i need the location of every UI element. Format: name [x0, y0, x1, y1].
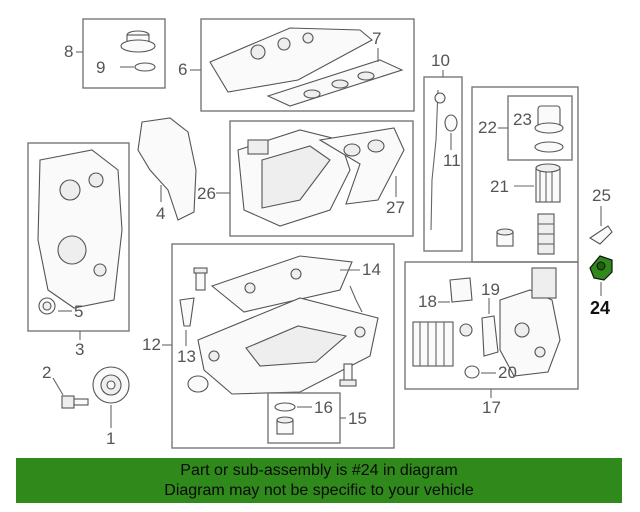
sensor-bracket	[588, 225, 613, 245]
callout-8: 8	[64, 42, 73, 61]
info-banner: Part or sub-assembly is #24 in diagram D…	[16, 458, 622, 503]
parts-diagram: 8 9 6 7 10 11 5 3 4	[27, 18, 613, 449]
callout-1: 1	[106, 429, 115, 448]
callout-7: 7	[372, 29, 381, 48]
box-valve-cover	[200, 18, 415, 112]
oil-pan-bolt	[193, 267, 208, 291]
callout-2: 2	[42, 363, 51, 382]
cooler-seal-ring	[481, 315, 499, 357]
filter-spring	[537, 213, 555, 255]
crankshaft-bolt	[61, 395, 89, 409]
callout-5: 5	[74, 302, 83, 321]
box-front-cover	[27, 142, 130, 332]
intake-manifold-gasket	[318, 127, 405, 205]
callout-6: 6	[178, 60, 187, 79]
oil-pan	[197, 297, 379, 395]
engine-front-cover	[37, 149, 123, 309]
box-oil-cap	[82, 18, 166, 89]
callout-26: 26	[197, 184, 216, 203]
callout-9: 9	[96, 58, 105, 77]
oil-cap-seal	[134, 62, 156, 72]
callout-17: 17	[482, 398, 501, 417]
callout-11: 11	[443, 151, 461, 170]
oil-dipstick	[430, 89, 439, 231]
callout-3: 3	[75, 340, 84, 359]
oil-pressure-sensor[interactable]	[589, 255, 613, 281]
callout-24: 24	[590, 298, 610, 318]
cooler-fitting	[459, 323, 473, 337]
oil-pan-plug-seal	[187, 375, 209, 393]
intake-manifold	[237, 129, 351, 227]
box-intake-manifold	[229, 120, 414, 237]
camshaft-cover	[209, 27, 373, 93]
oil-cooler-housing	[499, 267, 561, 377]
filter-plug	[496, 228, 514, 247]
drain-plug	[276, 416, 294, 435]
banner-line-1: Part or sub-assembly is #24 in diagram	[180, 462, 458, 479]
drain-plug-gasket	[274, 402, 296, 412]
oil-pan-baffle	[210, 255, 353, 313]
callout-15: 15	[348, 409, 367, 428]
cooler-o-ring	[464, 365, 480, 379]
callout-21: 21	[490, 177, 509, 196]
timing-chain-cover	[137, 117, 197, 221]
callout-16: 16	[314, 398, 333, 417]
oil-cooler	[412, 321, 454, 367]
oil-pump-screen	[179, 297, 195, 327]
callout-4: 4	[156, 204, 165, 223]
valve-cover-gasket	[266, 59, 404, 107]
callout-19: 19	[481, 280, 500, 299]
filter-cap-seal	[534, 141, 564, 153]
callout-22: 22	[478, 118, 497, 137]
banner-line-2: Diagram may not be specific to your vehi…	[164, 482, 474, 499]
box-oil-pan	[171, 243, 395, 449]
callout-23: 23	[513, 110, 532, 129]
cooler-gasket	[449, 277, 473, 303]
callout-25: 25	[592, 186, 611, 205]
oil-pickup-tube	[349, 285, 363, 313]
crankshaft-pulley	[92, 366, 130, 404]
callout-20: 20	[498, 363, 517, 382]
callout-14: 14	[362, 260, 381, 279]
callout-10: 10	[431, 51, 450, 70]
oil-filler-cap	[120, 30, 156, 53]
callout-18: 18	[418, 292, 437, 311]
dipstick-seal	[444, 114, 458, 132]
oil-filter-element	[535, 163, 561, 203]
oil-level-sensor	[339, 363, 357, 387]
callout-12: 12	[142, 335, 161, 354]
callout-13: 13	[177, 347, 196, 366]
oil-filter-cap	[534, 105, 564, 134]
callout-27: 27	[386, 198, 405, 217]
